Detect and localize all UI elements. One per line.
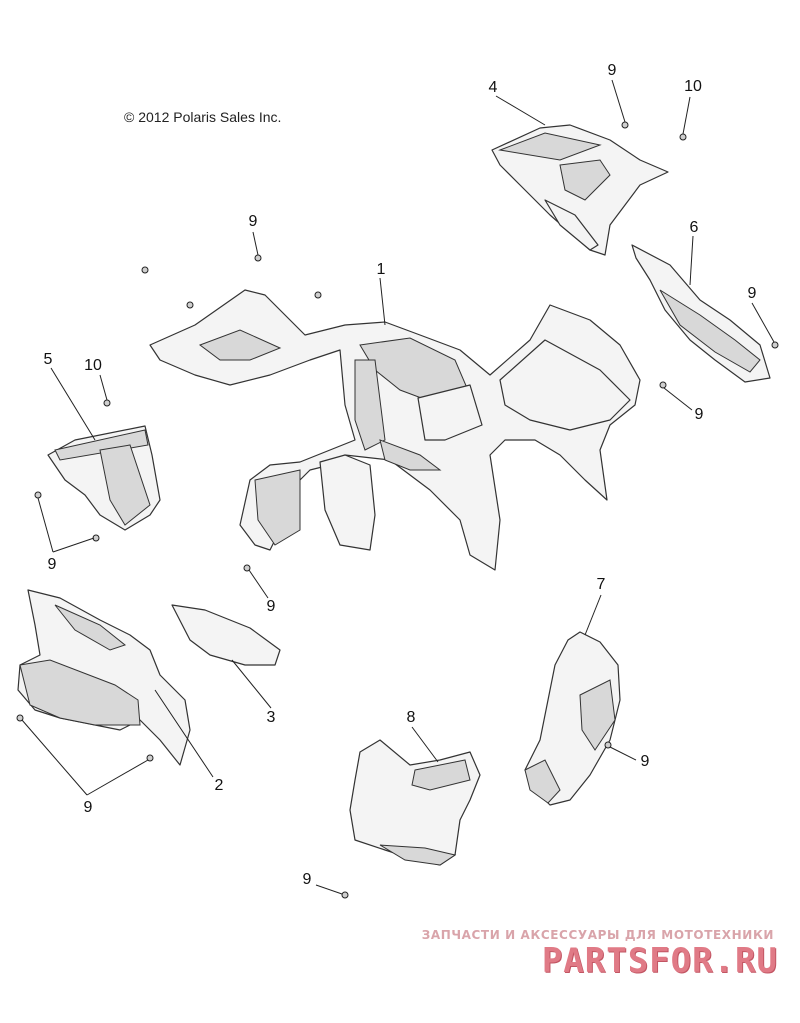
- part-2-lower-left-panel: [17, 589, 191, 766]
- callout-5: 5: [43, 351, 53, 368]
- part-5-left-panel: [47, 425, 161, 531]
- callout-7: 7: [596, 576, 606, 593]
- leader-lines: [21, 79, 775, 895]
- callout-9-upper: 9: [248, 213, 258, 230]
- callout-9-bottom: 9: [302, 871, 312, 888]
- callout-9-center: 9: [266, 598, 276, 615]
- part-7-right-lower-panel: [524, 631, 621, 806]
- callout-9-left-lower: 9: [83, 799, 93, 816]
- callout-9-right-upper: 9: [747, 285, 757, 302]
- callout-8: 8: [406, 709, 416, 726]
- callout-1: 1: [376, 261, 386, 278]
- callout-10-top: 10: [684, 78, 702, 95]
- callout-3: 3: [266, 709, 276, 726]
- part-6-side-cover: [631, 244, 771, 383]
- callout-9-top: 9: [607, 62, 617, 79]
- copyright-notice: © 2012 Polaris Sales Inc.: [124, 109, 282, 125]
- part-4-front-cover: [491, 124, 669, 256]
- callout-2: 2: [214, 777, 224, 794]
- callout-9-right: 9: [694, 406, 704, 423]
- part-1-main-body: [149, 289, 641, 571]
- watermark-logo: PARTSFOR.RU: [541, 941, 778, 981]
- part-3-pad: [171, 604, 281, 666]
- callout-10-left: 10: [84, 357, 102, 374]
- callout-9-left: 9: [47, 556, 57, 573]
- callout-4: 4: [488, 79, 498, 96]
- fasteners: [16, 121, 779, 899]
- callout-9-right-lower: 9: [640, 753, 650, 770]
- part-8-lower-cover: [349, 739, 481, 866]
- watermark-tagline: ЗАПЧАСТИ И АКСЕССУАРЫ ДЛЯ МОТОТЕХНИКИ: [421, 928, 774, 942]
- callout-6: 6: [689, 219, 699, 236]
